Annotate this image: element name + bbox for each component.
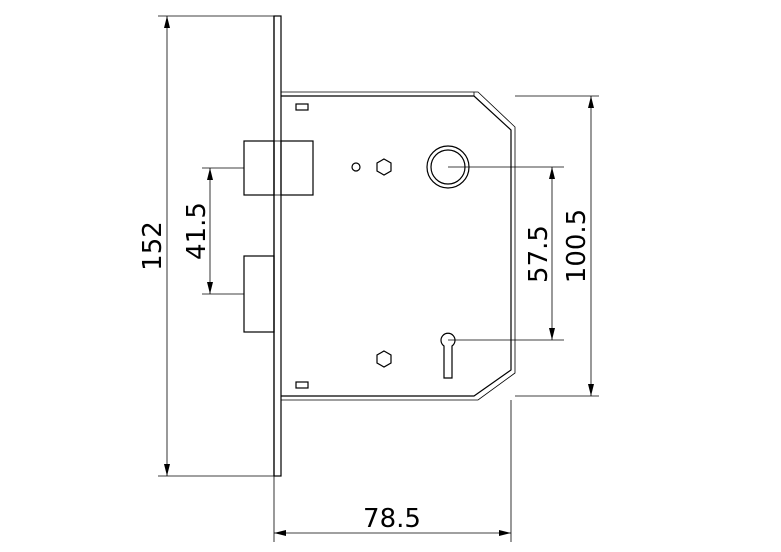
screw-hole <box>351 162 361 172</box>
keyhole <box>440 332 456 379</box>
dimension-41-5-label: 41.5 <box>182 202 212 260</box>
faceplate <box>273 15 282 477</box>
dead-bolt <box>243 255 275 333</box>
top-slot <box>295 103 309 111</box>
hex-fixing-lower <box>376 350 392 368</box>
dimension-57-5: 57.5 <box>448 166 564 341</box>
latch-bolt <box>243 140 314 196</box>
dimension-57-5-label: 57.5 <box>524 225 554 283</box>
dimension-152-label: 152 <box>138 221 168 271</box>
dimension-41-5: 41.5 <box>182 167 244 295</box>
dimension-100-5-label: 100.5 <box>562 209 592 283</box>
dimension-78-5: 78.5 <box>273 400 512 542</box>
lock-case <box>281 91 516 401</box>
dimension-152: 152 <box>138 15 274 477</box>
dimension-78-5-label: 78.5 <box>363 504 421 534</box>
dimension-100-5: 100.5 <box>515 95 599 397</box>
bottom-slot <box>295 381 309 389</box>
hex-fixing-upper <box>376 158 392 176</box>
